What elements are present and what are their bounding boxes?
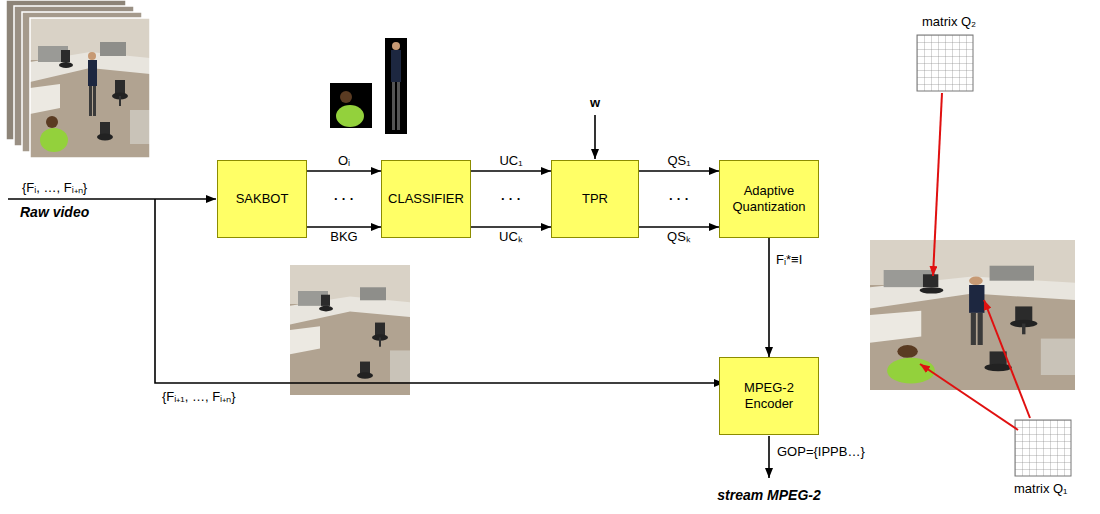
object-mask <box>330 83 372 128</box>
raw-video-line <box>8 198 216 200</box>
label-holder: · · · <box>669 191 689 207</box>
text-label: matrix Q₂ <box>922 14 976 29</box>
box-label: MPEG-2 Encoder <box>720 380 818 413</box>
edge-label: Fᵢ*≡I <box>776 252 802 267</box>
person-head <box>340 91 352 103</box>
flow-arrow <box>307 170 381 172</box>
process-box: Adaptive Quantization <box>719 160 819 238</box>
label-holder: w <box>590 95 600 111</box>
box-label: Adaptive Quantization <box>720 183 818 216</box>
edge-label-holder: Fᵢ*≡I <box>776 252 802 268</box>
text-label: {Fᵢ₊₁, …, Fᵢ₊ₙ} <box>162 389 236 404</box>
flow-arrow <box>639 170 719 172</box>
output-frame <box>887 276 984 383</box>
flow-arrow <box>471 170 551 172</box>
process-box: SAKBOT <box>217 160 307 238</box>
edge-label: QS₁ <box>667 153 690 168</box>
edge-label-holder: Oᵢ <box>338 153 350 169</box>
pointer-arrow <box>933 93 942 276</box>
output-frame <box>870 240 1075 390</box>
pointer-arrow <box>920 364 1018 430</box>
video-frame <box>30 18 150 158</box>
text-label: stream MPEG-2 <box>717 487 820 503</box>
text-label: Raw video <box>20 204 89 220</box>
edge-label-holder: QSₖ <box>667 229 691 245</box>
text-label: {Fᵢ, …, Fᵢ₊ₙ} <box>22 180 87 195</box>
flow-arrow <box>471 226 551 228</box>
raw-video-stack <box>6 0 150 158</box>
label-holder: {Fᵢ₊₁, …, Fᵢ₊ₙ} <box>162 389 236 405</box>
person-leg <box>392 82 395 130</box>
person-body <box>336 105 364 127</box>
box-label: TPR <box>582 191 608 207</box>
matrix-grid <box>917 35 973 91</box>
edge-label: Oᵢ <box>338 153 350 168</box>
label-holder: · · · <box>501 191 521 207</box>
box-label: SAKBOT <box>236 191 289 207</box>
flow-arrow <box>768 238 770 357</box>
weight-arrow <box>594 115 596 159</box>
flow-arrow <box>307 226 381 228</box>
text-label: · · · <box>334 191 354 206</box>
process-box: CLASSIFIER <box>381 160 471 238</box>
person-head <box>392 42 400 50</box>
edge-label: UCₖ <box>499 229 523 244</box>
text-label: matrix Q₁ <box>1014 481 1068 496</box>
text-label: · · · <box>669 191 689 206</box>
label-holder: matrix Q₁ <box>1014 481 1068 497</box>
pointer-arrow <box>984 300 1030 418</box>
label-holder: Raw video <box>20 204 89 221</box>
quant-matrices <box>917 35 1071 476</box>
edge-label-holder: UC₁ <box>499 153 522 169</box>
edge-label-holder: BKG <box>330 229 357 245</box>
edge-label: QSₖ <box>667 229 691 244</box>
label-holder: · · · <box>334 191 354 207</box>
object-mask <box>385 38 407 134</box>
edge-label-holder: UCₖ <box>499 229 523 245</box>
segmented-objects <box>330 38 407 134</box>
label-holder: matrix Q₂ <box>922 14 976 30</box>
text-label: · · · <box>501 191 521 206</box>
label-holder: stream MPEG-2 <box>717 487 820 504</box>
background-frame <box>290 265 410 395</box>
edge-label: BKG <box>330 229 357 244</box>
text-label: GOP={IPPB…} <box>777 444 865 459</box>
edge-label-holder: QS₁ <box>667 153 690 169</box>
matrix-grid <box>1015 420 1071 476</box>
video-frame <box>30 18 150 158</box>
process-box: TPR <box>551 160 639 238</box>
video-frame <box>40 52 97 152</box>
output-image <box>870 240 1075 390</box>
signal-lines <box>8 115 769 478</box>
label-holder: {Fᵢ, …, Fᵢ₊ₙ} <box>22 180 87 196</box>
person-leg <box>397 82 400 130</box>
label-holder: GOP={IPPB…} <box>777 444 865 460</box>
flow-arrow <box>639 226 719 228</box>
process-box: MPEG-2 Encoder <box>719 357 819 435</box>
background-image <box>290 265 410 395</box>
edge-label: UC₁ <box>499 153 522 168</box>
box-label: CLASSIFIER <box>388 191 464 207</box>
output-arrow <box>768 436 770 478</box>
text-label: w <box>590 95 600 110</box>
person-body <box>391 50 401 82</box>
